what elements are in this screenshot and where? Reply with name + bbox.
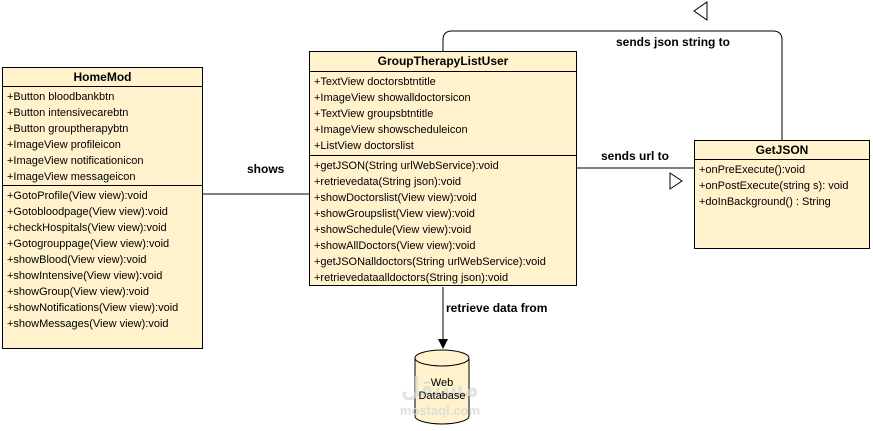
attribute: +Button grouptherapybtn — [7, 123, 129, 135]
attribute: +Button intensivecarebtn — [7, 107, 129, 119]
operation: +getJSONalldoctors(String urlWebService)… — [314, 256, 546, 268]
class-homemod-title: HomeMod — [3, 68, 202, 87]
label-retrieve: retrieve data from — [446, 301, 548, 315]
operation: +showGroupslist(View view):void — [314, 208, 475, 220]
operation: +Gotobloodpage(View view):void — [7, 206, 168, 218]
class-homemod-attributes: +Button bloodbankbtn +Button intensiveca… — [3, 87, 202, 186]
attribute: +TextView doctorsbtntitle — [314, 76, 436, 88]
database-label-line2: Database — [418, 390, 466, 402]
operation: +Gotogrouppage(View view):void — [7, 238, 170, 250]
attribute: +ImageView notificationicon — [7, 155, 144, 167]
operation: +GotoProfile(View view):void — [7, 190, 148, 202]
sends-json-connector — [442, 30, 783, 140]
operation: +onPreExecute():void — [699, 164, 806, 176]
class-grouptherapy-attributes: +TextView doctorsbtntitle +ImageView sho… — [310, 72, 576, 156]
operation: +showDoctorslist(View view):void — [314, 192, 477, 204]
operation: +onPostExecute(string s): void — [699, 180, 849, 192]
operation: +showAllDoctors(View view):void — [314, 240, 476, 252]
class-homemod: HomeMod +Button bloodbankbtn +Button int… — [2, 67, 203, 349]
database-label: Web Database — [415, 377, 469, 403]
operation: +doInBackground() : String — [699, 196, 831, 208]
operation: +retrievedataalldoctors(String json):voi… — [314, 272, 509, 284]
operation: +showSchedule(View view):void — [314, 224, 472, 236]
operation: +checkHospitals(View view):void — [7, 222, 167, 234]
operation: +showNotifications(View view):void — [7, 302, 179, 314]
operation: +showMessages(View view):void — [7, 318, 169, 330]
class-grouptherapylistuser: GroupTherapyListUser +TextView doctorsbt… — [309, 51, 577, 286]
operation: +showGroup(View view):void — [7, 286, 149, 298]
attribute: +ImageView profileicon — [7, 139, 121, 151]
attribute: +ImageView messageicon — [7, 171, 136, 183]
watermark-logo: مستقل — [401, 372, 479, 402]
operation: +getJSON(String urlWebService):void — [314, 160, 499, 172]
retrieve-arrowhead — [438, 339, 448, 349]
class-getjson-title: GetJSON — [695, 141, 869, 160]
operation: +showIntensive(View view):void — [7, 270, 163, 282]
sends-url-direction-icon — [669, 172, 683, 190]
label-sends-json: sends json string to — [616, 35, 731, 49]
watermark-site: mostaql.com — [399, 403, 481, 418]
attribute: +ImageView showscheduleicon — [314, 124, 468, 136]
class-getjson: GetJSON +onPreExecute():void +onPostExec… — [694, 140, 870, 249]
database-icon — [414, 349, 470, 425]
attribute: +ImageView showalldoctorsicon — [314, 92, 471, 104]
class-homemod-operations: +GotoProfile(View view):void +Gotobloodp… — [3, 186, 202, 332]
attribute: +Button bloodbankbtn — [7, 91, 115, 103]
class-grouptherapy-operations: +getJSON(String urlWebService):void +ret… — [310, 156, 576, 286]
attribute: +TextView groupsbtntitle — [314, 108, 434, 120]
database-label-line1: Web — [430, 377, 454, 389]
label-sends-url: sends url to — [601, 149, 670, 163]
class-grouptherapy-title: GroupTherapyListUser — [310, 52, 576, 72]
attribute: +ListView doctorslist — [314, 140, 414, 152]
operation: +showBlood(View view):void — [7, 254, 147, 266]
class-getjson-operations: +onPreExecute():void +onPostExecute(stri… — [695, 160, 869, 210]
sends-json-direction-icon — [693, 1, 708, 21]
label-shows: shows — [247, 162, 285, 176]
operation: +retrievedata(String json):void — [314, 176, 462, 188]
